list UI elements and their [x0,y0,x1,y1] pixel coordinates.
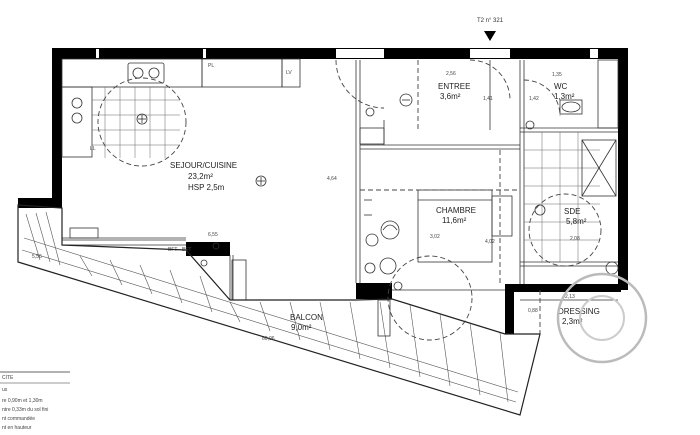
room-name-dressing: DRESSING [558,307,600,316]
room-name-sejour: SEJOUR/CUISINE [170,161,237,170]
dressing-fixtures [520,290,618,334]
legend-title: CITE [2,375,14,381]
room-hsp-sejour: HSP 2,5m [188,183,225,192]
exterior-walls [18,48,628,334]
kitchen-label-ll: LL [90,146,96,152]
room-area-wc: 1,3m² [554,92,575,101]
kitchen-label-lv: LV [286,70,292,76]
room-area-entree: 3,6m² [440,92,461,101]
entrance-fixtures [359,59,511,145]
dimension-d10: 0,88 [528,308,538,314]
wc-fixtures [523,59,619,130]
room-name-wc: WC [554,82,568,91]
bft-label-2: BFT [182,247,191,253]
dimension-d6: 3,02 [430,234,440,240]
dimension-d9: 2,13 [565,294,575,300]
room-name-sde: SDE [564,207,580,216]
dimension-d13: 60,06 [262,336,275,342]
unit-reference: T2 n° 321 [477,18,504,24]
legend-line-3: ntre 0,33m du sol fini [2,407,48,413]
room-area-sejour: 23,2m² [188,172,213,181]
dimension-d12: 5,56 [32,254,42,260]
bedroom-fixtures [360,150,520,341]
dimension-d11: 6,55 [208,232,218,238]
room-name-entree: ENTREE [438,82,470,91]
dimension-d4: 1,42 [529,96,539,102]
kitchen-counter [61,58,301,167]
entrance-arrow-icon [484,31,496,41]
room-name-balcon: BALCON [290,313,323,322]
legend-line-2: re 0,90m et 1,30m [2,398,43,404]
dimension-d8: 2,08 [570,236,580,242]
room-area-dressing: 2,3m² [562,317,583,326]
room-name-chambre: CHAMBRE [436,206,476,215]
dimension-d7: 4,02 [485,239,495,245]
dimension-d5: 4,64 [327,176,337,182]
room-area-sde: 5,8m² [566,217,587,226]
legend [0,371,70,384]
legend-line-4: nt commandée [2,416,35,422]
legend-line-5: nt en hauteur [2,425,32,431]
dimension-d2: 1,41 [483,96,493,102]
bathroom-fixtures [524,132,619,275]
watermark-circle-icon [556,272,648,364]
dimension-d3: 1,35 [552,72,562,78]
kitchen-label-pl: PL [208,63,214,69]
room-area-balcon: 9,0m² [291,323,312,332]
balcony [17,204,541,416]
dimension-d1: 2,56 [446,71,456,77]
room-area-chambre: 11,6m² [442,216,467,225]
legend-line-1: us [2,387,8,393]
